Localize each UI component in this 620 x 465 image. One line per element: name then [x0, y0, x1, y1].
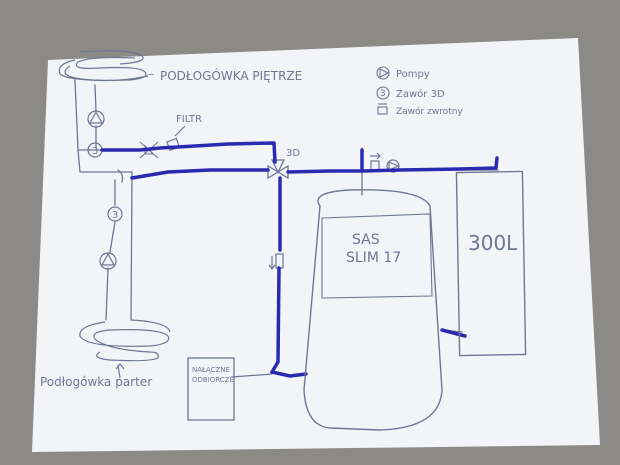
legend-valve-num: 3: [380, 89, 386, 99]
label-bottom-floor: Podłogówka parter: [40, 375, 152, 389]
top-floor-coil: [58, 50, 149, 82]
legend-check-valve-icon: [377, 103, 388, 115]
pump-top-icon: [87, 110, 105, 128]
legend-pump-icon: [376, 66, 390, 80]
marker-pipe-main: [130, 168, 270, 180]
marker-pipe-hp-top: [286, 148, 364, 174]
marker-pipe-top: [100, 141, 277, 164]
marker-pipe-receivers: [270, 370, 308, 378]
legend-valve-label: Zawór 3D: [396, 88, 445, 100]
pipe-top-supply: [94, 84, 97, 113]
legend: Pompy 3 Zawór 3D Zawór zwrotny: [376, 66, 463, 117]
marker-pipe-tank: [360, 156, 499, 173]
label-tank: 300L: [468, 231, 518, 255]
marker-pipe-tank-bottom: [440, 328, 467, 338]
pipe-small-bend: [117, 169, 124, 183]
label-receivers-1: NAŁĄCZNE: [192, 366, 230, 374]
svg-text:3: 3: [92, 146, 98, 157]
valve-3d-bottom-icon: 3: [107, 206, 123, 222]
legend-pump-label: Pompy: [396, 69, 430, 80]
pipe-receivers: [231, 373, 273, 378]
label-receivers-2: ODBIORCZE: [192, 376, 234, 384]
label-top-floor-arrow: –: [148, 67, 154, 81]
label-valve-3d: 3D: [286, 148, 300, 159]
heat-pump-panel: [321, 213, 433, 299]
pipe-bottom-supply-2: [109, 221, 116, 253]
pipe-left-main: [77, 149, 133, 173]
legend-check-valve-label: Zawór zwrotny: [396, 106, 463, 117]
svg-text:3: 3: [112, 210, 118, 221]
label-filter: FILTR: [176, 114, 202, 125]
heat-pump-unit: [303, 189, 443, 431]
tank-300l: [455, 170, 527, 357]
pipe-bottom-supply-3: [105, 267, 109, 321]
bottom-floor-coil: [79, 319, 171, 379]
pipe-bottom-return: [130, 171, 133, 321]
pump-tank-icon: [386, 159, 400, 173]
receivers-box: [187, 357, 235, 421]
label-heatpump-2: SLIM 17: [346, 250, 401, 266]
legend-valve-icon: [376, 86, 390, 100]
label-heatpump-1: SAS: [352, 232, 380, 248]
pump-bottom-icon: [99, 252, 117, 270]
label-top-floor: PODŁOGÓWKA PIĘTRZE: [160, 68, 302, 83]
marker-pipe-riser-low: [270, 266, 281, 374]
